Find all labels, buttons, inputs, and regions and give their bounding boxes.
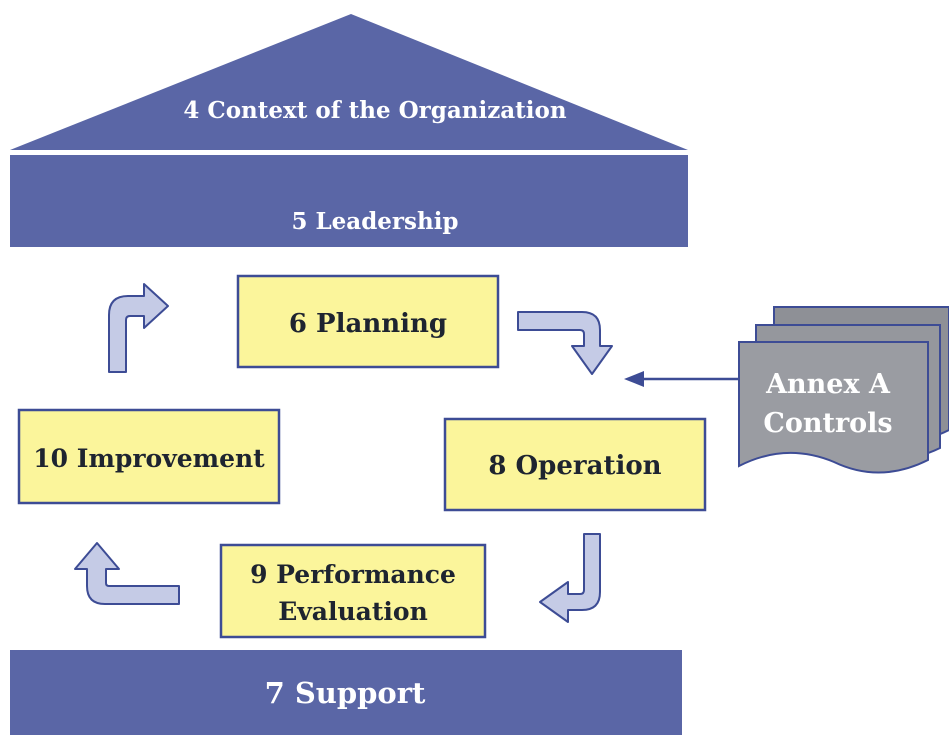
- performance-evaluation-box: 9 Performance Evaluation: [219, 543, 487, 639]
- leadership-band: 5 Leadership: [10, 155, 688, 247]
- operation-shape: [443, 417, 707, 512]
- performance-label-line1: 9 Performance: [250, 560, 456, 589]
- planning-shape: [236, 274, 500, 369]
- arrow-improvement-to-planning: [108, 283, 169, 373]
- roof-shape: [10, 14, 688, 150]
- annex-connector-arrowhead: [624, 371, 644, 387]
- leadership-label: 5 Leadership: [291, 208, 458, 235]
- improvement-shape: [17, 408, 281, 505]
- operation-box: 8 Operation: [443, 417, 707, 512]
- support-label: 7 Support: [265, 676, 426, 710]
- leadership-shape: [10, 155, 688, 247]
- annex-label-line1: Annex A: [765, 369, 891, 400]
- improvement-label: 10 Improvement: [33, 444, 265, 473]
- operation-label: 8 Operation: [488, 451, 661, 481]
- arrow-planning-to-operation: [517, 311, 613, 375]
- support-band: 7 Support: [10, 650, 682, 735]
- performance-evaluation-shape: [219, 543, 487, 639]
- support-shape: [10, 650, 682, 735]
- performance-label-line2: Evaluation: [278, 597, 428, 626]
- arrow-performance-to-improvement: [74, 542, 180, 605]
- roof-label: 4 Context of the Organization: [183, 97, 566, 124]
- arrow-operation-to-performance: [539, 533, 601, 623]
- annex-connector-arrow: [624, 371, 738, 387]
- planning-box: 6 Planning: [236, 274, 500, 369]
- annex-a-document-stack: Annex A Controls: [738, 306, 949, 474]
- planning-label: 6 Planning: [289, 309, 447, 339]
- annex-doc-front: [738, 341, 929, 474]
- annex-label-line2: Controls: [763, 408, 892, 439]
- improvement-box: 10 Improvement: [17, 408, 281, 505]
- roof: 4 Context of the Organization: [10, 14, 688, 150]
